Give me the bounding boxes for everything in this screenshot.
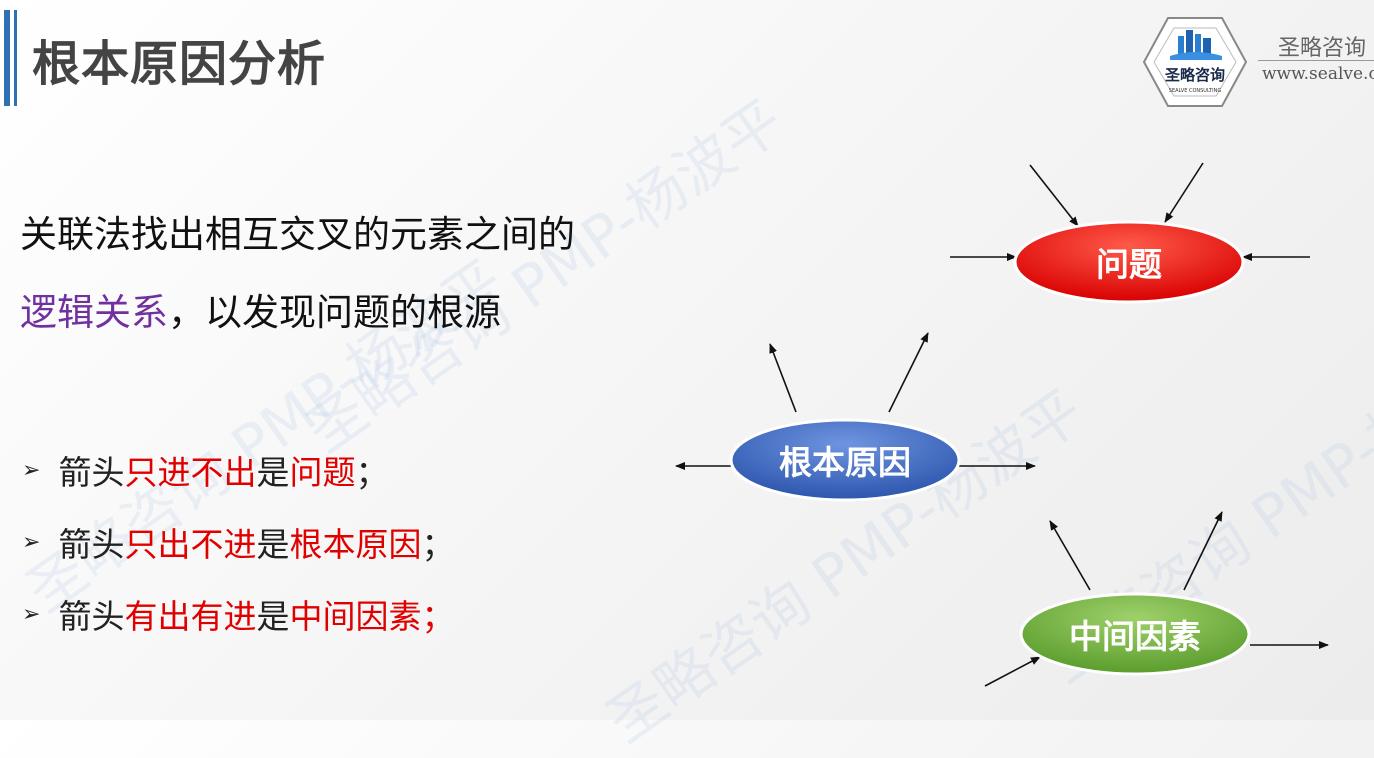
arrow-into-problem-1 (1029, 164, 1079, 227)
rule-list: ➢ 箭头只进不出是问题； ➢ 箭头只出不进是根本原因； ➢ 箭头有出有进是中间因… (22, 434, 454, 650)
bullet-mid: 是 (256, 597, 290, 636)
bullet-rule: 只进不出 (124, 453, 257, 492)
bullet-arrow-icon: ➢ (22, 601, 41, 627)
problem-node-label: 问题 (1096, 245, 1162, 284)
intro-paragraph: 关联法找出相互交叉的元素之间的逻辑关系，以发现问题的根源 (20, 196, 600, 352)
bullet-lead: 箭头 (58, 597, 125, 636)
problem-node (1013, 220, 1245, 304)
bullet-arrow-icon: ➢ (22, 457, 41, 483)
title-accent-bar (0, 10, 30, 106)
bullet-rule: 有出有进 (124, 597, 257, 636)
bullet-rule: 只出不进 (124, 525, 257, 564)
list-item: ➢ 箭头只进不出是问题； (22, 434, 454, 506)
bullet-lead: 箭头 (58, 525, 125, 564)
bullet-result: 问题 (289, 453, 356, 492)
logo-url: www.sealve.c (1262, 64, 1374, 84)
arrow-from-root-2 (888, 332, 929, 413)
logo-badge: 圣略咨询 SEALVE CONSULTING (1142, 17, 1248, 107)
bullet-end: ； (421, 597, 455, 636)
intermediate-node-label: 中间因素 (1069, 617, 1201, 656)
bullet-end: ； (355, 453, 389, 492)
bullet-arrow-icon: ➢ (22, 529, 41, 555)
bullet-result: 中间因素 (289, 597, 422, 636)
logo-name: 圣略咨询 (1278, 36, 1367, 61)
bullet-mid: 是 (256, 525, 290, 564)
logo-divider (1258, 60, 1374, 61)
svg-text:SEALVE CONSULTING: SEALVE CONSULTING (1169, 88, 1222, 94)
intro-highlight: 逻辑关系 (20, 291, 168, 334)
intermediate-node (1019, 592, 1251, 676)
intro-text-2: ，以发现问题的根源 (168, 291, 501, 334)
cause-diagram (675, 162, 1329, 687)
arrow-from-intermediate-2 (1183, 511, 1223, 591)
bullet-result: 根本原因 (289, 525, 422, 564)
root-cause-node (729, 418, 961, 502)
bullet-mid: 是 (256, 453, 290, 492)
list-item: ➢ 箭头只出不进是根本原因； (22, 506, 454, 578)
arrow-into-intermediate (984, 656, 1041, 687)
root-cause-node-label: 根本原因 (779, 443, 911, 482)
skyline-icon (1170, 30, 1222, 60)
bullet-lead: 箭头 (58, 453, 125, 492)
svg-text:圣略咨询: 圣略咨询 (1164, 66, 1225, 84)
arrow-from-intermediate-1 (1049, 520, 1091, 591)
arrow-from-root-1 (769, 343, 797, 413)
page-title: 根本原因分析 (32, 36, 327, 92)
arrow-into-problem-2 (1164, 162, 1204, 223)
list-item: ➢ 箭头有出有进是中间因素； (22, 578, 454, 650)
intro-text-1: 关联法找出相互交叉的元素之间的 (20, 213, 575, 256)
bullet-end: ； (421, 525, 455, 564)
